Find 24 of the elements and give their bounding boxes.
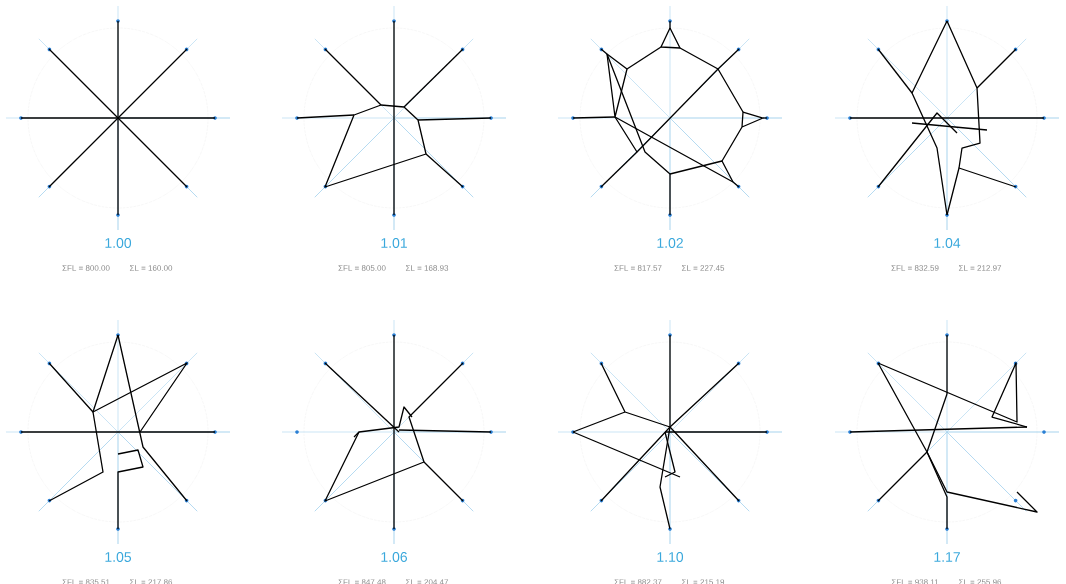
sum-label: ΣL = 217.86 xyxy=(129,579,173,584)
sum-label: ΣFL = 835.51 xyxy=(62,579,110,584)
score-label: 1.05 xyxy=(105,552,132,562)
sum-label: ΣFL = 817.57 xyxy=(614,265,662,271)
sum-label: ΣFL = 882.37 xyxy=(614,579,662,584)
score-label: 1.17 xyxy=(934,552,960,562)
score-label: 1.02 xyxy=(657,238,683,248)
sum-label: ΣFL = 847.48 xyxy=(338,579,386,584)
sum-label: ΣFL = 805.00 xyxy=(338,265,386,271)
sum-label: ΣL = 204.47 xyxy=(405,579,449,584)
sum-label: ΣL = 255.96 xyxy=(958,579,1002,584)
score-label: 1.04 xyxy=(934,238,961,248)
score-label: 1.00 xyxy=(105,238,132,248)
sum-label: ΣL = 215.19 xyxy=(681,579,725,584)
sum-label: ΣL = 168.93 xyxy=(405,265,449,271)
score-label: 1.10 xyxy=(657,552,684,562)
score-label: 1.01 xyxy=(381,238,407,248)
sum-label: ΣFL = 800.00 xyxy=(62,265,110,271)
sum-label: ΣL = 227.45 xyxy=(681,265,725,271)
score-label: 1.06 xyxy=(381,552,407,562)
sum-label: ΣFL = 832.59 xyxy=(891,265,939,271)
sum-label: ΣL = 160.00 xyxy=(129,265,173,271)
sum-label: ΣL = 212.97 xyxy=(958,265,1002,271)
sum-label: ΣFL = 938.11 xyxy=(891,579,939,584)
